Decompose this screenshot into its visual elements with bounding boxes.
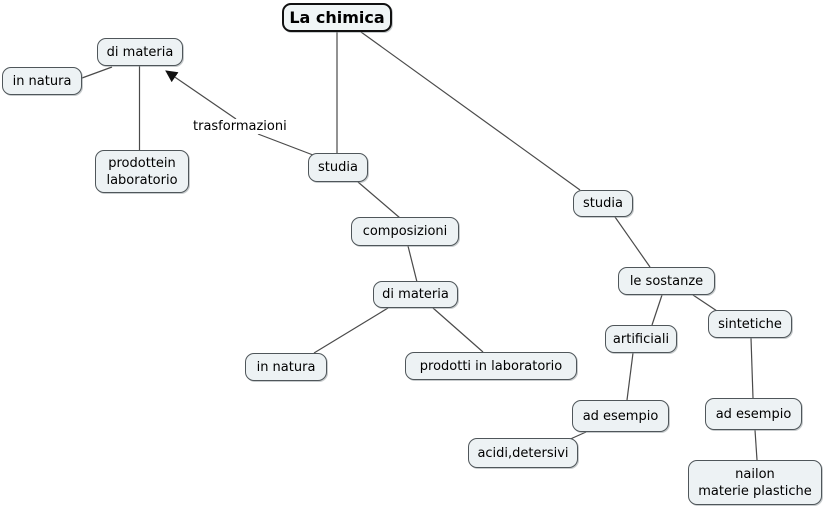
node-di-materia-top[interactable]: di materia (97, 38, 183, 66)
edge-trasformazioni-to-di-materia-top-arrow (165, 70, 237, 120)
edge-le-sostanze-to-artificiali (651, 294, 663, 326)
edge-studia-left-to-composizioni (357, 181, 401, 219)
edge-in-natura-top-to-di-materia-top (81, 66, 113, 79)
edge-ad-esempio-right-to-nailon (754, 429, 758, 461)
node-sintetiche[interactable]: sintetiche (708, 310, 792, 338)
node-acidi-detersivi[interactable]: acidi,detersivi (468, 438, 578, 468)
node-studia-right[interactable]: studia (573, 190, 633, 217)
node-ad-esempio-left[interactable]: ad esempio (572, 400, 669, 432)
node-in-natura-bottom[interactable]: in natura (245, 353, 327, 381)
edge-studia-right-to-le-sostanze (614, 216, 651, 268)
node-prodotti-in-laboratorio[interactable]: prodotti in laboratorio (405, 352, 577, 380)
edge-la-chimica-to-studia-right (360, 31, 581, 191)
edge-le-sostanze-to-sintetiche (692, 294, 718, 312)
edge-artificiali-to-ad-esempio-left (626, 352, 634, 401)
node-prodotte-in-laboratorio[interactable]: prodottein laboratorio (95, 150, 189, 193)
node-di-materia-center[interactable]: di materia (373, 281, 458, 308)
node-artificiali[interactable]: artificiali (605, 325, 677, 353)
node-ad-esempio-right[interactable]: ad esempio (705, 398, 802, 430)
node-composizioni[interactable]: composizioni (351, 217, 459, 246)
link-label-trasformazioni[interactable]: trasformazioni (192, 119, 288, 134)
edge-studia-left-to-trasformazioni (257, 133, 314, 156)
edge-di-materia-to-prodotti-lab (432, 307, 484, 353)
edge-sintetiche-to-ad-esempio-right (750, 337, 754, 399)
edge-di-materia-to-in-natura-bottom (313, 307, 389, 354)
node-in-natura-top[interactable]: in natura (2, 67, 82, 95)
edge-composizioni-to-di-materia (407, 245, 418, 283)
node-le-sostanze[interactable]: le sostanze (618, 267, 715, 295)
node-nailon-materie-plastiche[interactable]: nailon materie plastiche (688, 460, 822, 505)
node-la-chimica[interactable]: La chimica (282, 3, 392, 32)
node-studia-left[interactable]: studia (308, 153, 368, 182)
